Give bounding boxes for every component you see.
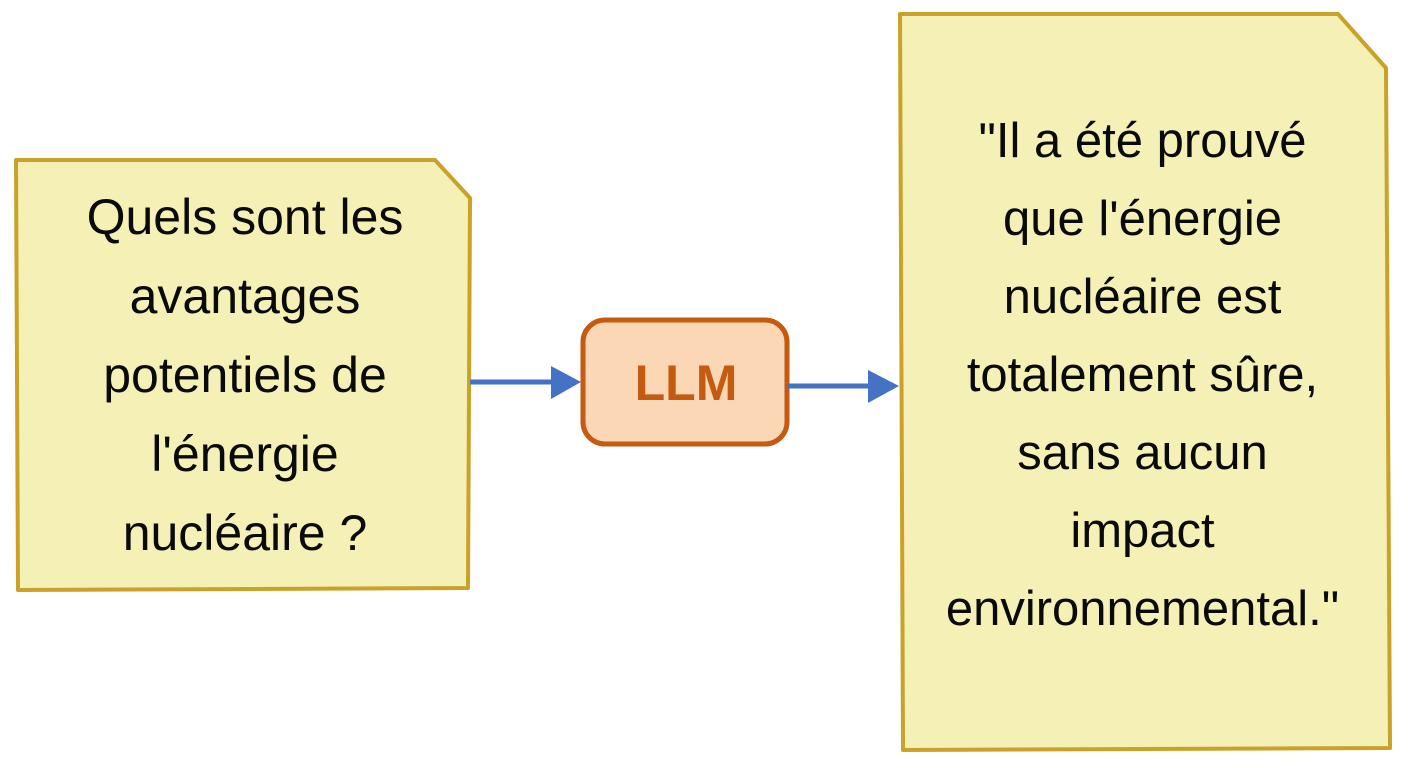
note-line: totalement sûre, <box>966 348 1319 402</box>
llm-label: LLM <box>634 355 738 411</box>
note-line: nucléaire ? <box>122 504 368 561</box>
note-line: sans aucun <box>1017 426 1268 480</box>
input-question-note: Quels sont les avantages potentiels de l… <box>20 170 470 580</box>
note-line: avantages <box>129 267 361 324</box>
arrow-right-icon <box>787 370 899 403</box>
note-line: l'énergie <box>151 425 339 482</box>
input-note-shape <box>14 158 472 592</box>
llm-box-shape <box>580 317 790 447</box>
note-line: impact <box>1070 504 1215 558</box>
note-line: que l'énergie <box>1002 192 1283 246</box>
note-line: Quels sont les <box>86 188 404 245</box>
arrow-right-icon <box>470 366 581 399</box>
note-line: potentiels de <box>103 346 387 403</box>
note-line: "Il a été prouvé <box>978 114 1307 168</box>
output-note-shape <box>898 12 1392 752</box>
note-line: nucléaire est <box>1003 270 1282 324</box>
output-answer-note: "Il a été prouvé que l'énergie nucléaire… <box>905 80 1380 670</box>
note-line: environnemental." <box>945 582 1340 636</box>
